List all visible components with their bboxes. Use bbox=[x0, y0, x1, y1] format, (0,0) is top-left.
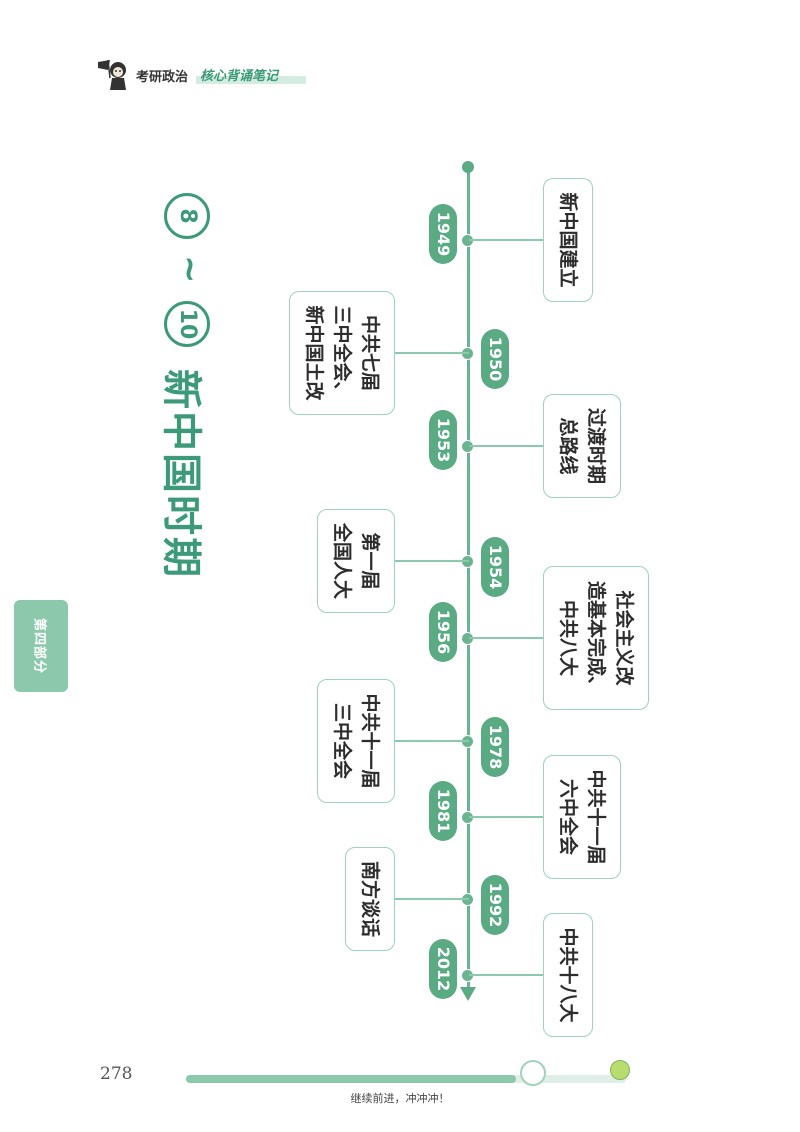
year-label: 1953 bbox=[429, 410, 457, 470]
event-box: 新中国建立 bbox=[543, 178, 593, 302]
timeline-arrow-icon bbox=[460, 987, 476, 1001]
year-label: 2012 bbox=[429, 939, 457, 999]
event-box: 中共十八大 bbox=[543, 913, 593, 1037]
reading-progress-bar bbox=[186, 1075, 626, 1083]
event-connector bbox=[395, 740, 469, 742]
event-box: 中共七届 三中全会、 新中国土改 bbox=[289, 291, 395, 415]
year-label: 1954 bbox=[481, 537, 509, 597]
event-box: 社会主义改 造基本完成、 中共八大 bbox=[543, 566, 649, 710]
event-connector bbox=[469, 239, 543, 241]
event-box: 中共十一届 六中全会 bbox=[543, 755, 621, 879]
book-title: 考研政治 bbox=[136, 70, 189, 85]
header: 考研政治 核心背诵笔记 bbox=[96, 56, 316, 96]
year-label: 1950 bbox=[481, 329, 509, 389]
header-highlight bbox=[196, 76, 306, 84]
book-subtitle: 核心背诵笔记 bbox=[200, 69, 279, 84]
event-connector bbox=[395, 352, 469, 354]
event-box: 过渡时期 总路线 bbox=[543, 394, 621, 498]
section-end-number: 10 bbox=[164, 301, 210, 347]
section-heading: 8 ~ 10 新中国时期 bbox=[158, 193, 214, 713]
timeline-page: 8 ~ 10 新中国时期 1949 新中国建立 1950 中共七届 三中全会、 新中国… bbox=[106, 113, 800, 1073]
footer-slogan: 继续前进，冲冲冲！ bbox=[350, 1092, 450, 1105]
event-connector bbox=[469, 974, 543, 976]
year-label: 1949 bbox=[429, 204, 457, 264]
year-label: 1956 bbox=[429, 602, 457, 662]
timeline-start-dot bbox=[462, 161, 474, 173]
year-label: 1981 bbox=[429, 781, 457, 841]
event-connector bbox=[469, 445, 543, 447]
year-label: 1978 bbox=[481, 717, 509, 777]
page-number: 278 bbox=[100, 1064, 133, 1084]
part-tab-label: 第四部分 bbox=[31, 617, 47, 675]
event-connector bbox=[395, 898, 469, 900]
part-tab: 第四部分 bbox=[14, 600, 68, 692]
event-box: 南方谈话 bbox=[345, 847, 395, 951]
event-box: 中共十一届 三中全会 bbox=[317, 679, 395, 803]
progress-knob-icon bbox=[520, 1060, 546, 1086]
event-box: 第一届 全国人大 bbox=[317, 509, 395, 613]
section-start-number: 8 bbox=[164, 193, 210, 239]
progress-fill bbox=[186, 1075, 516, 1083]
section-title: 新中国时期 bbox=[158, 369, 204, 579]
section-range-tilde: ~ bbox=[170, 255, 210, 284]
event-connector bbox=[395, 560, 469, 562]
progress-goal-icon bbox=[610, 1060, 630, 1080]
mascot-icon bbox=[98, 59, 126, 90]
event-connector bbox=[469, 637, 543, 639]
year-label: 1992 bbox=[481, 875, 509, 935]
timeline-axis bbox=[467, 167, 470, 989]
event-connector bbox=[469, 816, 543, 818]
